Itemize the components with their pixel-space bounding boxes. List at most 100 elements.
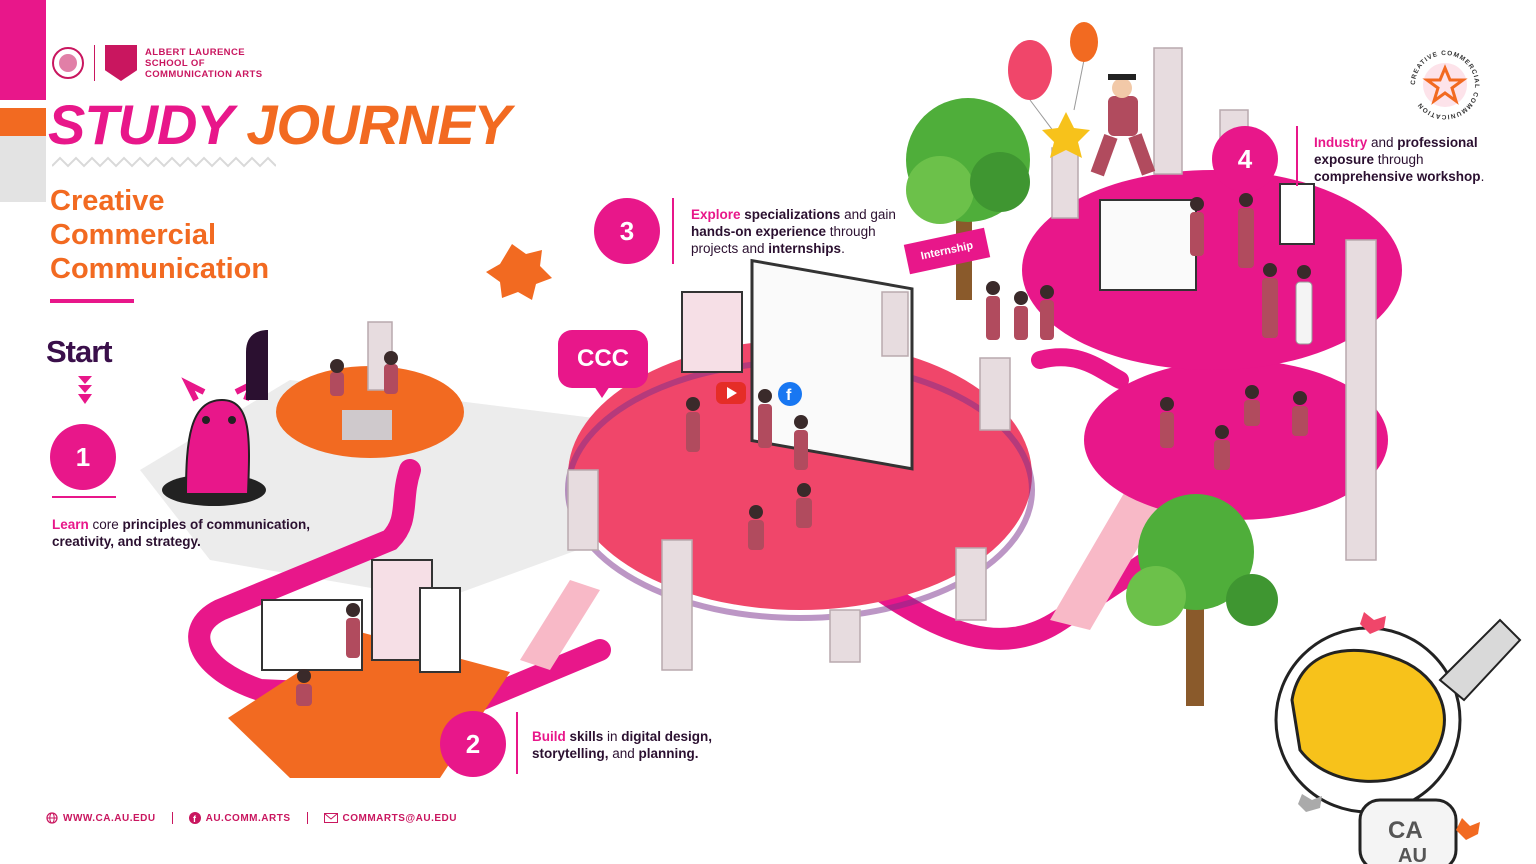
tree-top — [906, 98, 1030, 300]
logo-divider — [94, 45, 95, 81]
school-name-line1: ALBERT LAURENCE — [145, 46, 245, 58]
step-3-badge: 3 — [594, 198, 660, 264]
svg-text:f: f — [786, 387, 792, 404]
footer-facebook[interactable]: f AU.COMM.ARTS — [188, 812, 291, 824]
svg-text:f: f — [193, 814, 197, 824]
step-2-keyword: Build — [532, 729, 566, 744]
step-4-keyword: Industry — [1314, 135, 1368, 150]
step-3-text-b: through projects and — [691, 224, 876, 256]
step-3-text-c: . — [841, 241, 845, 256]
corner-accent-pink — [0, 0, 46, 100]
step-3-divider — [672, 198, 674, 264]
svg-text:AU: AU — [1398, 845, 1427, 864]
facebook-link[interactable]: AU.COMM.ARTS — [205, 812, 291, 824]
step-3-keyword: Explore — [691, 207, 741, 222]
corner-accent-orange — [0, 108, 46, 136]
facebook-icon — [778, 382, 802, 406]
step-3-bold-a: specializations — [740, 207, 841, 222]
ccc-speech-bubble: CCC — [558, 330, 648, 388]
people — [296, 193, 1313, 706]
step-2-bold-c: planning. — [638, 746, 699, 761]
step-1-badge: 1 — [50, 424, 116, 490]
journey-path — [188, 459, 611, 712]
presentation-board — [261, 599, 363, 671]
columns — [367, 47, 1377, 671]
step-3-bold-b: hands-on experience — [691, 224, 827, 239]
step-4-text-a: and — [1367, 135, 1398, 150]
astronaut-mascot: CA AU — [1274, 612, 1522, 864]
university-seal-icon — [52, 47, 84, 79]
step-1-text-a: core — [88, 517, 123, 532]
balloons — [1008, 22, 1098, 141]
meeting-screen — [1099, 199, 1197, 291]
globe-icon — [46, 812, 58, 824]
poster-board-2 — [419, 587, 461, 673]
school-name-line2: SCHOOL OF — [145, 57, 205, 69]
platform-step4 — [1022, 170, 1402, 370]
footer-website[interactable]: WWW.CA.AU.EDU — [46, 812, 156, 824]
step-2-text-b: and — [608, 746, 639, 761]
step-1-bold-a: principles of communication, — [122, 517, 311, 532]
step-1-description: Learn core principles of communication, … — [52, 516, 352, 550]
step-4-bold-b: comprehensive workshop — [1314, 169, 1481, 184]
corner-accent-grey — [0, 136, 46, 202]
step-1-bold-b: creativity, and strategy. — [52, 534, 201, 549]
ccc-badge-logo: CREATIVE COMMERCIAL COMMUNICATION — [1408, 48, 1482, 122]
journey-path-bridge — [1031, 348, 1129, 389]
down-arrows-icon — [78, 376, 92, 404]
stairs-left — [520, 580, 600, 670]
school-logo-row: ALBERT LAURENCE SCHOOL OF COMMUNICATION … — [52, 42, 263, 84]
step-4-badge: 4 — [1212, 126, 1278, 192]
website-link[interactable]: WWW.CA.AU.EDU — [63, 812, 156, 824]
step-3-description: Explore specializations and gain hands-o… — [691, 206, 921, 257]
footer-separator — [171, 812, 173, 824]
desk-shape — [342, 410, 392, 440]
school-name-line3: COMMUNICATION ARTS — [145, 68, 263, 80]
star-blob-icon — [486, 244, 552, 300]
school-name: ALBERT LAURENCE SCHOOL OF COMMUNICATION … — [145, 47, 263, 80]
step-2-divider — [516, 712, 518, 774]
step-1-keyword: Learn — [52, 517, 89, 532]
step-4-divider — [1296, 126, 1298, 186]
step-2-bold-a: skills — [565, 729, 604, 744]
step-2-description: Build skills in digital design, storytel… — [532, 728, 722, 762]
step-4-description: Industry and professional exposure throu… — [1314, 134, 1494, 185]
graduate-figure — [1090, 74, 1156, 177]
program-name: Creative Commercial Communication — [50, 184, 340, 286]
program-name-line3: Communication — [50, 253, 270, 285]
mail-icon — [323, 813, 338, 823]
footer-separator — [306, 812, 308, 824]
footer-contacts: WWW.CA.AU.EDU f AU.COMM.ARTS COMMARTS@AU… — [46, 812, 457, 824]
page-title: STUDY JOURNEY — [48, 92, 511, 157]
facebook-icon: f — [188, 812, 201, 824]
helmet-text: CA — [1388, 817, 1423, 844]
step-4-text-c: . — [1480, 169, 1485, 184]
step-3-bold-c: internships — [768, 241, 842, 256]
platform-step4-lower — [1084, 360, 1388, 520]
start-label: Start — [46, 334, 113, 369]
star-icon — [1042, 112, 1090, 158]
planning-board — [750, 258, 914, 471]
worm-mascot — [184, 398, 250, 495]
doorway — [246, 330, 268, 400]
step-4-bold-a: professional exposure — [1314, 135, 1478, 167]
title-word-study: STUDY — [48, 93, 233, 156]
step-2-text-a: in — [603, 729, 622, 744]
program-underline — [50, 299, 134, 303]
title-word-journey: JOURNEY — [246, 93, 511, 156]
step-4-text-b: through — [1374, 152, 1424, 167]
step-1-divider — [52, 496, 116, 498]
notes-board — [681, 291, 743, 373]
program-name-line2: Commercial — [50, 219, 217, 251]
tree-bottom — [1126, 494, 1278, 706]
footer-email[interactable]: COMMARTS@AU.EDU — [323, 812, 457, 824]
ccc-bubble-tail — [594, 386, 610, 398]
step-2-badge: 2 — [440, 711, 506, 777]
email-link[interactable]: COMMARTS@AU.EDU — [342, 812, 457, 824]
workshop-poster — [1279, 183, 1315, 245]
step-2-bold-b: digital design, storytelling, — [532, 729, 713, 761]
step-3-text-a: and gain — [840, 207, 896, 222]
zigzag-divider — [52, 156, 276, 168]
program-name-line1: Creative — [50, 185, 165, 217]
